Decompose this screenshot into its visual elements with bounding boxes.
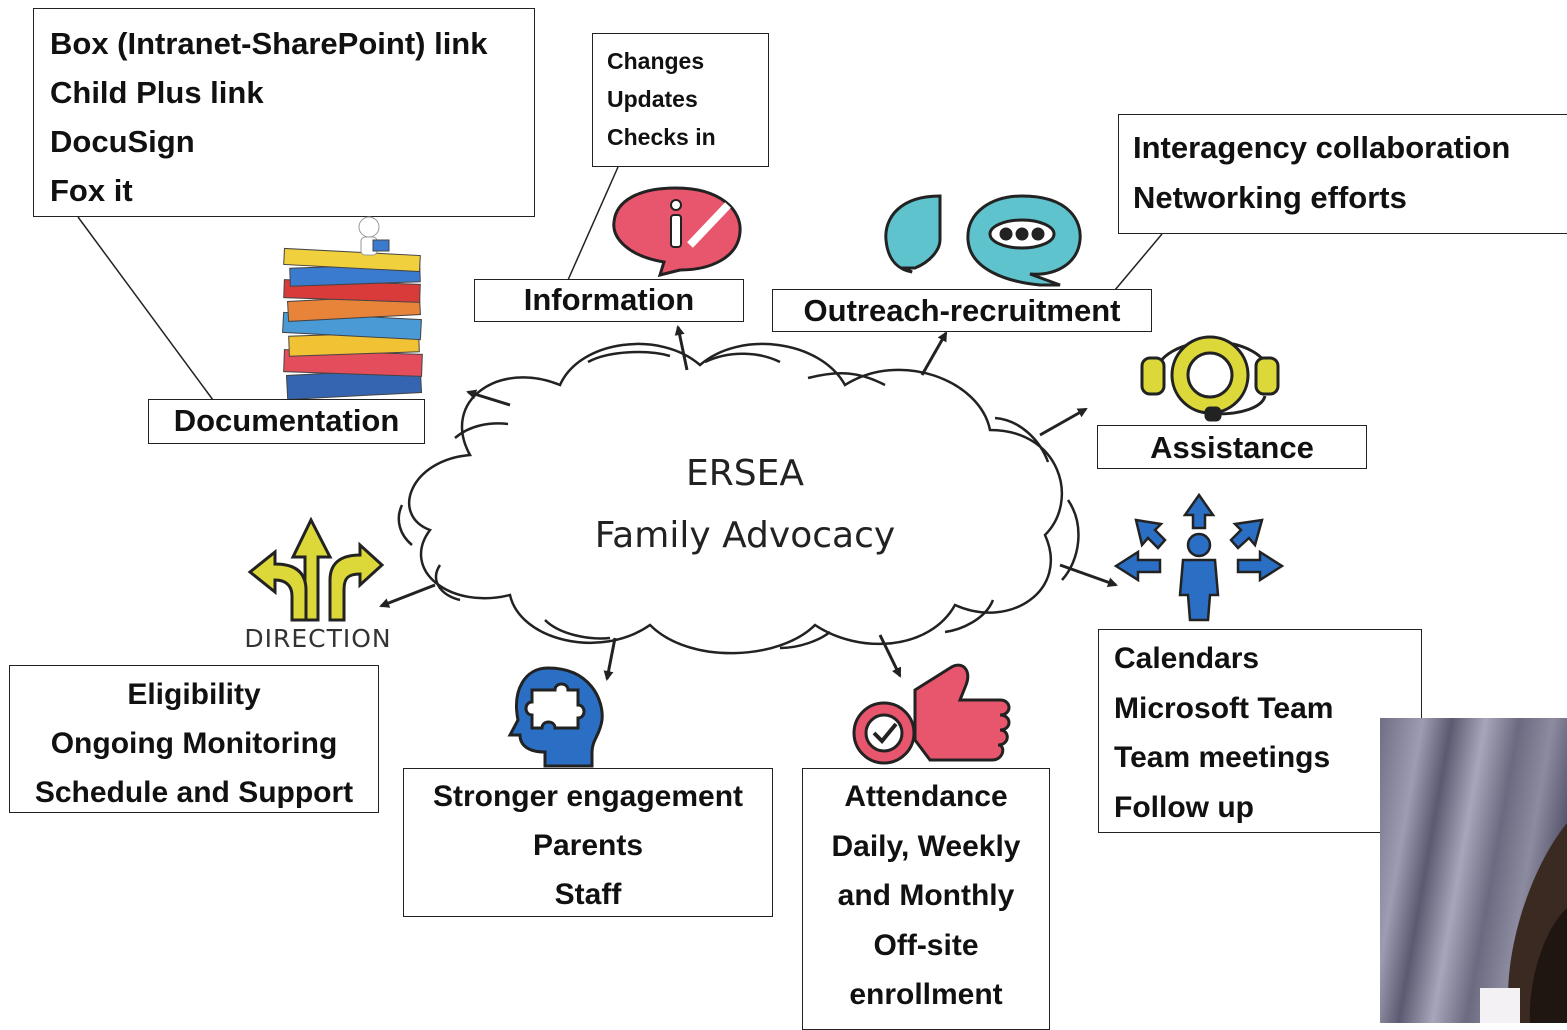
direction-arrows-icon — [247, 516, 385, 622]
headset-icon — [1140, 335, 1280, 422]
links-box: Box (Intranet-SharePoint) link Child Plu… — [33, 8, 535, 217]
connector-line — [1114, 233, 1163, 291]
cloud-title: ERSEA — [686, 453, 804, 494]
attendance-item: and Monthly — [837, 879, 1015, 912]
eligibility-item: Schedule and Support — [34, 776, 354, 809]
info-notes-box: Changes Updates Checks in — [592, 33, 769, 167]
eligibility-item: Eligibility — [127, 678, 261, 711]
info-note: Checks in — [607, 124, 716, 150]
label-outreach[interactable]: Outreach-recruitment — [772, 289, 1152, 332]
cloud-arrows — [379, 325, 1118, 681]
attendance-box: Attendance Daily, Weekly and Monthly Off… — [802, 768, 1050, 1030]
arrow-attendance — [878, 634, 902, 678]
label-documentation[interactable]: Documentation — [148, 399, 425, 444]
engagement-item: Parents — [532, 829, 644, 862]
puzzle-head-icon — [507, 666, 604, 768]
arrow-direction — [379, 583, 436, 608]
cloud-shape — [408, 342, 1063, 655]
arrow-documentation — [466, 389, 511, 407]
calendars-item: Microsoft Team — [1114, 691, 1334, 725]
interagency-item: Networking efforts — [1133, 180, 1407, 215]
arrow-calendars — [1059, 563, 1118, 588]
arrow-engagement — [603, 637, 617, 681]
info-note: Updates — [607, 86, 698, 112]
links-item[interactable]: DocuSign — [50, 124, 195, 159]
links-item[interactable]: Child Plus link — [50, 75, 264, 110]
webcam-overlay — [1380, 718, 1567, 1023]
chat-bubbles-icon — [884, 194, 1082, 287]
engagement-item: Stronger engagement — [432, 780, 744, 813]
calendars-item: Team meetings — [1114, 741, 1331, 774]
thumbs-up-check-icon — [852, 663, 1011, 765]
cloud-subtitle: Family Advocacy — [594, 515, 896, 556]
info-note: Changes — [607, 48, 705, 74]
calendars-box: Calendars Microsoft Team Team meetings F… — [1098, 629, 1422, 833]
info-bubble-icon — [612, 186, 742, 278]
links-item[interactable]: Box (Intranet-SharePoint) link — [50, 26, 488, 61]
eligibility-box: Eligibility Ongoing Monitoring Schedule … — [9, 665, 379, 813]
connector-line — [77, 216, 214, 401]
person-arrows-icon — [1113, 492, 1285, 622]
document-stack-icon — [282, 216, 423, 401]
interagency-item: Interagency collaboration — [1133, 130, 1511, 165]
eligibility-item: Ongoing Monitoring — [50, 727, 338, 760]
interagency-box: Interagency collaboration Networking eff… — [1118, 114, 1567, 234]
attendance-item: Off-site — [873, 928, 979, 962]
label-assistance[interactable]: Assistance — [1097, 425, 1367, 469]
arrow-outreach — [920, 331, 948, 376]
label-information[interactable]: Information — [474, 279, 744, 322]
connector-line — [567, 166, 619, 281]
cloud-outline-strokes — [397, 350, 1080, 650]
direction-icon-text: DIRECTION — [244, 624, 392, 653]
attendance-item: Attendance — [844, 780, 1008, 813]
engagement-item: Staff — [554, 878, 622, 911]
arrow-assistance — [1039, 407, 1088, 437]
links-item[interactable]: Fox it — [50, 173, 133, 208]
arrow-information — [674, 325, 689, 371]
calendars-item: Calendars — [1114, 642, 1260, 675]
webcam-person-silhouette — [1480, 823, 1567, 1023]
calendars-item: Follow up — [1114, 790, 1254, 824]
attendance-item: Daily, Weekly — [831, 829, 1021, 863]
attendance-item: enrollment — [849, 978, 1003, 1011]
engagement-box: Stronger engagement Parents Staff — [403, 768, 773, 917]
